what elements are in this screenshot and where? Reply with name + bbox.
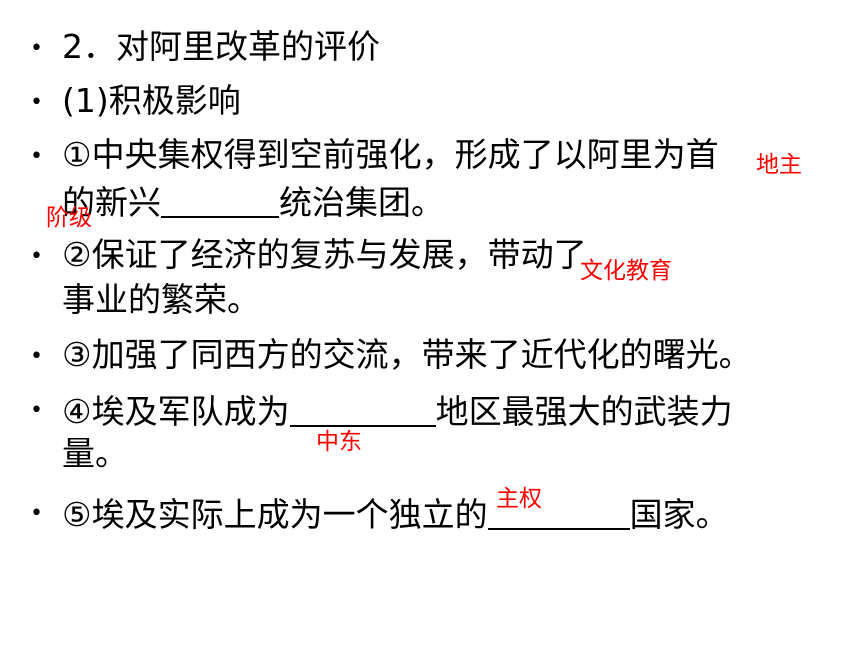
statement-line: 事业的繁荣。 — [62, 283, 260, 316]
statement-text: ①中央集权得到空前强化，形成了以阿里为首 — [62, 135, 719, 174]
statement-text: ⑤埃及实际上成为一个独立的 — [62, 495, 488, 535]
statement-text: ②保证了经济的复苏与发展，带动了 — [62, 235, 587, 274]
statement-text: ③加强了同西方的交流，带来了近代化的曙光。 — [62, 335, 752, 374]
subheading-text: (1)积极影响 — [62, 81, 241, 120]
statement-text: ④埃及军队成为 — [62, 392, 290, 432]
answer-dizhu: 地主 — [756, 152, 802, 178]
bullet-point: • — [30, 398, 43, 423]
statement-text: 国家。 — [629, 495, 729, 535]
answer-blank — [487, 495, 630, 530]
answer-zhuquan: 主权 — [496, 486, 542, 512]
statement-line: 的新兴统治集团。 — [62, 183, 444, 219]
answer-zhongdong: 中东 — [316, 429, 362, 455]
answer-wenhua: 文化教育 — [580, 258, 672, 284]
statement-line: 量。 — [62, 437, 128, 470]
statement-line: ①中央集权得到空前强化，形成了以阿里为首 — [62, 138, 719, 171]
answer-blank — [161, 183, 279, 218]
statement-line: ②保证了经济的复苏与发展，带动了 — [62, 238, 587, 271]
bullet-point: • — [30, 144, 43, 169]
subheading: (1)积极影响 — [62, 84, 241, 117]
statement-text: 地区最强大的武装力 — [435, 392, 733, 432]
statement-line: ⑤埃及实际上成为一个独立的国家。 — [62, 495, 729, 531]
statement-text: 的新兴 — [62, 183, 161, 223]
bullet-point: • — [30, 36, 43, 61]
statement-text: 事业的繁荣。 — [62, 280, 260, 319]
answer-blank — [289, 392, 436, 427]
bullet-point: • — [30, 344, 43, 369]
bullet-point: • — [30, 90, 43, 115]
statement-line: ④埃及军队成为地区最强大的武装力 — [62, 392, 733, 428]
bullet-point: • — [30, 501, 43, 526]
statement-line: ③加强了同西方的交流，带来了近代化的曙光。 — [62, 338, 752, 371]
heading-text: 2．对阿里改革的评价 — [62, 27, 380, 66]
statement-text: 统治集团。 — [279, 183, 444, 223]
statement-text: 量。 — [62, 434, 128, 473]
bullet-point: • — [30, 244, 43, 269]
section-heading: 2．对阿里改革的评价 — [62, 30, 380, 63]
answer-jieji: 阶级 — [46, 205, 92, 231]
